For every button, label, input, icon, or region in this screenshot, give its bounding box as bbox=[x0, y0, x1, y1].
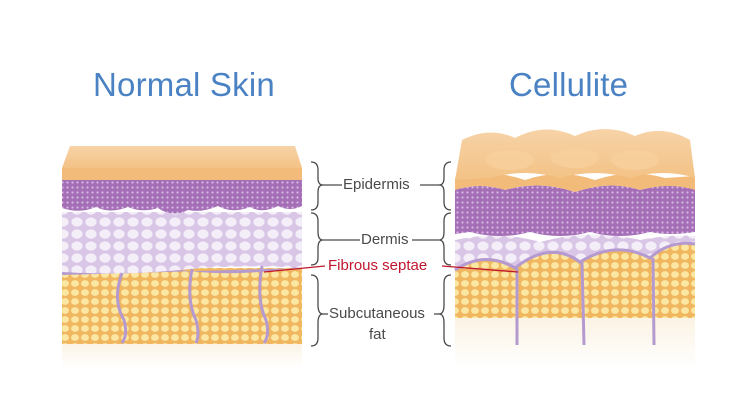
septae-pointers bbox=[263, 265, 519, 273]
cellulite-title: Cellulite bbox=[509, 66, 629, 103]
label-connectors bbox=[323, 184, 439, 315]
normal-skin-block bbox=[62, 146, 302, 368]
label-fibrous-septae: Fibrous septae bbox=[328, 257, 428, 274]
normal-skin-title: Normal Skin bbox=[93, 66, 275, 103]
right-braces bbox=[438, 161, 452, 347]
label-fat: fat bbox=[369, 326, 386, 343]
label-subcutaneous: Subcutaneous bbox=[329, 305, 425, 322]
cellulite-block bbox=[454, 129, 696, 368]
left-braces bbox=[310, 161, 324, 347]
label-dermis: Dermis bbox=[361, 231, 409, 248]
label-epidermis: Epidermis bbox=[343, 176, 410, 193]
